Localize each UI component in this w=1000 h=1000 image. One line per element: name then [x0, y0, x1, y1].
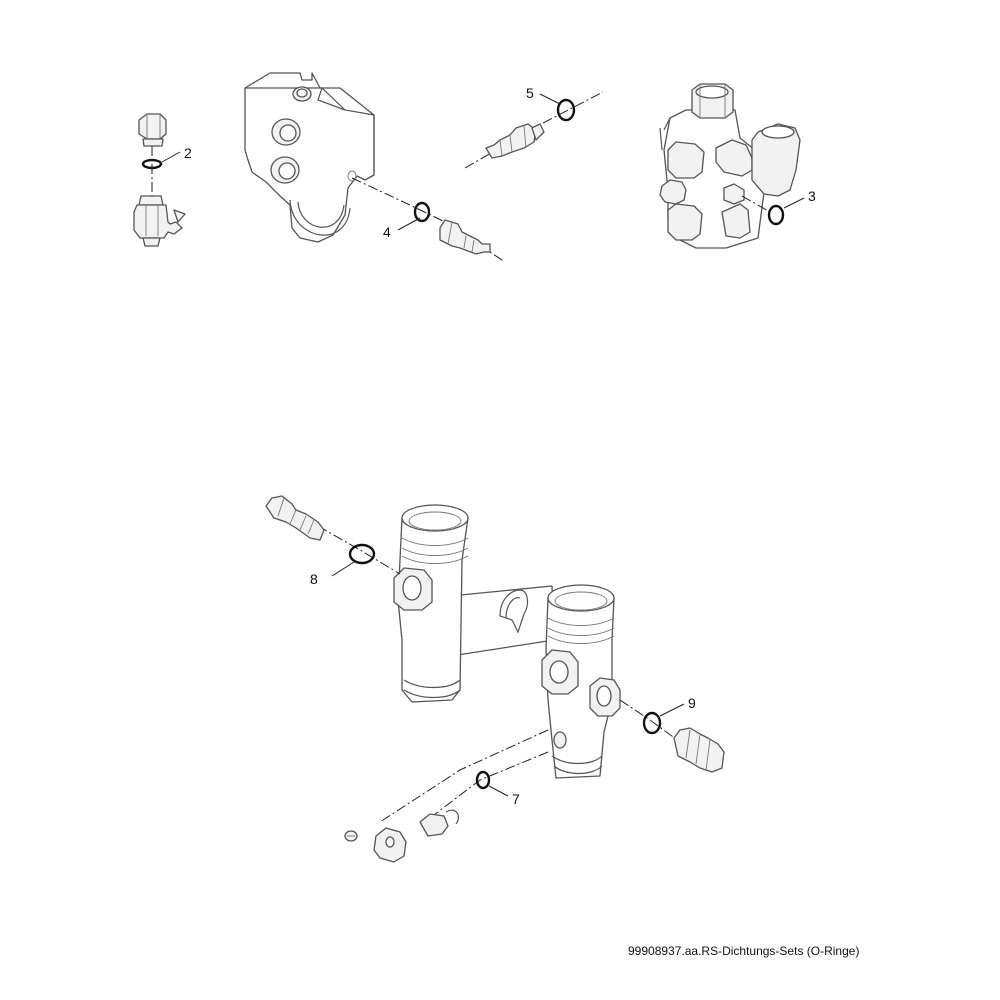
check-plug [419, 809, 459, 837]
drawing-caption: 99908937.aa.RS-Dichtungs-Sets (O-Ringe) [628, 944, 860, 958]
callout-4: 4 [383, 224, 391, 240]
main-manifold [393, 504, 621, 779]
o-ring-4 [413, 201, 431, 223]
connector-nipple-8 [265, 495, 325, 541]
connector-nipple-5 [485, 123, 545, 159]
callout-7: 7 [512, 791, 520, 807]
callout-2: 2 [184, 145, 192, 161]
valve-manifold [659, 83, 801, 249]
callout-5: 5 [526, 85, 534, 101]
o-ring-9 [642, 711, 662, 735]
callout-9: 9 [688, 695, 696, 711]
o-ring-8 [348, 543, 376, 565]
connector-nipple-4 [439, 219, 491, 255]
o-ring-3 [767, 204, 785, 226]
o-ring-5 [556, 98, 576, 122]
o-ring-2 [141, 158, 163, 170]
pump-housing [244, 72, 375, 243]
small-screw [344, 830, 358, 842]
retaining-clip [373, 827, 407, 863]
callout-3: 3 [808, 188, 816, 204]
o-ring-7 [475, 770, 491, 790]
drain-valve-assembly [133, 113, 186, 247]
connector-nipple-9 [673, 727, 725, 773]
callout-8: 8 [310, 571, 318, 587]
